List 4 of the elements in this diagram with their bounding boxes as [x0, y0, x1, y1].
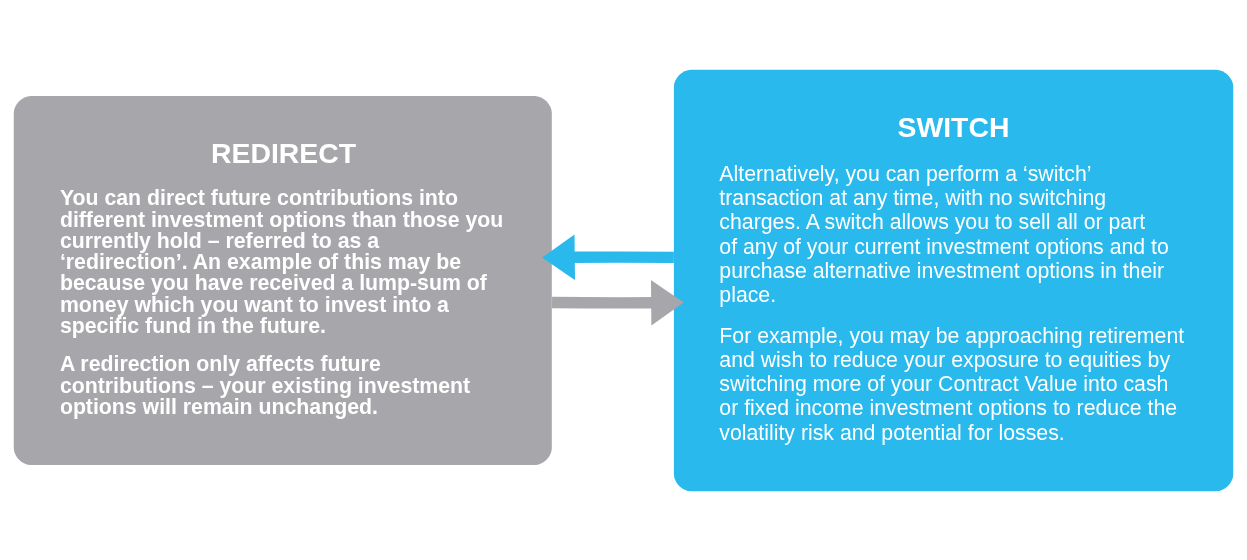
- arrow: [551, 279, 684, 326]
- node-box: REDIRECT You can direct future contributions into different investment options than those you currently hold – referred to as a ‘redirection’. An example of this may be because you have received a lump-sum of money which you want to invest into a specific fund in the future. A redirection only affects future contributions – your existing investment options will remain unchanged.: [13, 95, 552, 465]
- node-box: SWITCH Alternatively, you can perform a ‘switch’ transaction at any time, with no switching charges. A switch allows you to sell all or part of any of your current investment options and to purchase alternative investment options in their place. For example, you may be approaching retirement and wish to reduce your exposure to equities by switching more of your Contract Value into cash or fixed income investment options to reduce the volatility risk and potential for losses.: [673, 69, 1234, 491]
- arrow: [542, 233, 674, 280]
